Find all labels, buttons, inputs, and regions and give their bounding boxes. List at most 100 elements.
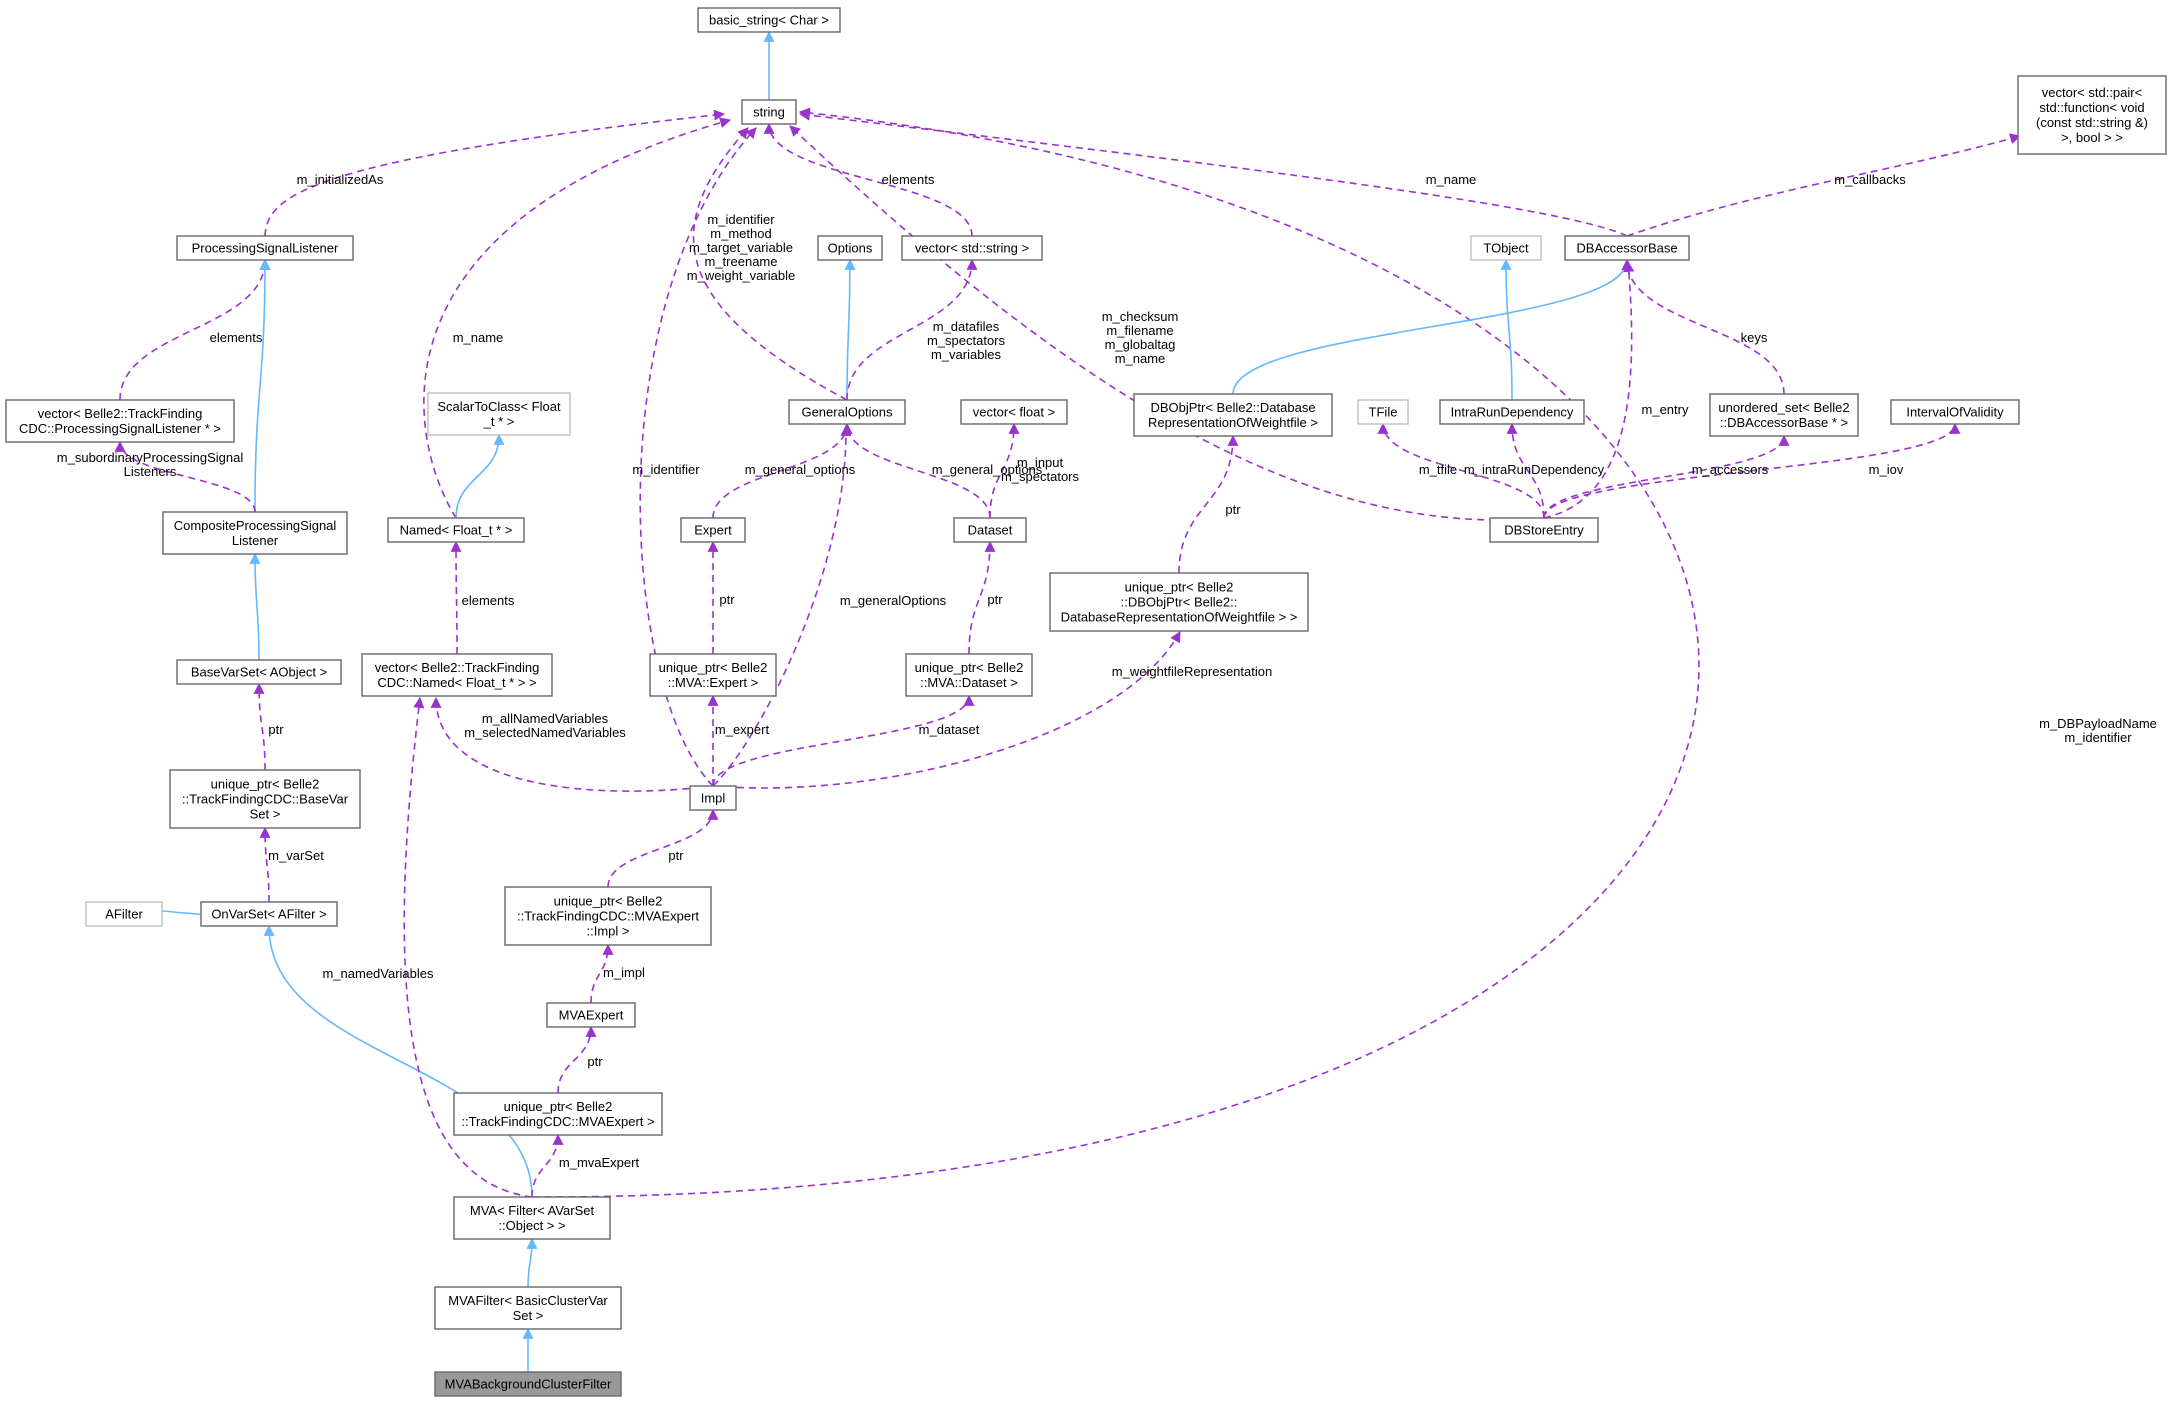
edge-label: m_namedVariables (322, 966, 434, 981)
edge-label: m_dataset (919, 722, 980, 737)
class-node-processingsignallistener[interactable]: ProcessingSignalListener (176, 235, 354, 261)
class-node-unordered-set[interactable]: unordered_set< Belle2::DBAccessorBase * … (1709, 393, 1859, 437)
usage-edge-Dataset-to-GeneralOptions (841, 422, 991, 519)
class-node-unique-ptr-basevarset[interactable]: unique_ptr< Belle2::TrackFindingCDC::Bas… (169, 769, 361, 829)
class-node-unique-ptr-dbobjptr[interactable]: unique_ptr< Belle2::DBObjPtr< Belle2::Da… (1049, 572, 1309, 632)
class-node-basevarset[interactable]: BaseVarSet< AObject > (176, 659, 342, 685)
edge-label: keys (1741, 330, 1768, 345)
edge-label: m_tfile (1419, 462, 1457, 477)
edge-label: elements (462, 593, 515, 608)
class-node-named[interactable]: Named< Float_t * > (387, 517, 525, 543)
class-node-mva[interactable]: MVA< Filter< AVarSet::Object > > (453, 1196, 611, 1240)
class-node-intervalofvalidity[interactable]: IntervalOfValidity (1890, 399, 2020, 425)
inheritance-edge-IntraRunDependency-to-TObject (1500, 258, 1513, 401)
class-node-tobject: TObject (1470, 235, 1542, 261)
class-node-unique-ptr-dataset[interactable]: unique_ptr< Belle2::MVA::Dataset > (905, 653, 1033, 697)
class-name: IntervalOfValidity (1906, 405, 2004, 420)
usage-edge-unordered_set-to-DBAccessorBase (1621, 258, 1785, 395)
class-node-unique-ptr-mvaexpert[interactable]: unique_ptr< Belle2::TrackFindingCDC::MVA… (453, 1092, 663, 1136)
class-node-mvaexpert[interactable]: MVAExpert (546, 1002, 636, 1028)
class-node-dataset[interactable]: Dataset (953, 517, 1027, 543)
class-name: unique_ptr< Belle2::DBObjPtr< Belle2::Da… (1061, 580, 1298, 625)
class-node-vector-float[interactable]: vector< float > (960, 399, 1068, 425)
class-name: TObject (1483, 241, 1529, 256)
class-node-basic-string[interactable]: basic_string< Char > (697, 7, 841, 33)
usage-edge-vector_string-to-string (763, 122, 973, 237)
class-node-dbaccessorbase[interactable]: DBAccessorBase (1564, 235, 1690, 261)
usage-edge-CompositeProcessingSignalListener-to-vector_PSL (114, 440, 256, 513)
inheritance-edge-Named-to-ScalarToClass (455, 433, 505, 519)
class-node-vector-string[interactable]: vector< std::string > (901, 235, 1043, 261)
usage-edge-GeneralOptions-to-vector_string (846, 258, 978, 401)
edge-label: m_general_options (932, 462, 1043, 477)
usage-edge-unique_ptr_MVAExpert-to-MVAExpert (557, 1025, 597, 1094)
usage-edge-MVAExpert-to-unique_ptr_Impl (590, 943, 614, 1004)
class-node-dbstoreentry[interactable]: DBStoreEntry (1489, 517, 1599, 543)
class-name: basic_string< Char > (709, 13, 829, 28)
edge-label: elements (210, 330, 263, 345)
class-name: string (753, 105, 785, 120)
class-name: Dataset (968, 523, 1013, 538)
class-name: unique_ptr< Belle2::TrackFindingCDC::MVA… (517, 894, 699, 939)
class-node-expert[interactable]: Expert (680, 517, 746, 543)
class-name: ScalarToClass< Float_t * > (437, 399, 561, 429)
class-name: unique_ptr< Belle2::TrackFindingCDC::MVA… (461, 1099, 654, 1129)
inheritance-edge-CompositeProcessingSignalListener-to-ProcessingSignalListener (254, 258, 271, 513)
edge-label: m_intraRunDependency (1464, 462, 1605, 477)
class-node-intrarundependency[interactable]: IntraRunDependency (1439, 399, 1585, 425)
class-name: Options (828, 241, 873, 256)
class-node-impl[interactable]: Impl (689, 785, 737, 811)
class-node-unique-ptr-expert[interactable]: unique_ptr< Belle2::MVA::Expert > (649, 653, 777, 697)
edge-label: m_generalOptions (840, 593, 947, 608)
usage-edge-Impl-to-unique_ptr_DBObjPtr (712, 631, 1181, 789)
edge-label: m_impl (603, 965, 645, 980)
usage-edge-vector_Named-to-Named (450, 540, 462, 655)
usage-edge-DBStoreEntry-to-IntervalOfValidity (1543, 422, 1961, 519)
inheritance-edge-DBObjPtr-to-DBAccessorBase (1232, 258, 1633, 395)
class-node-unique-ptr-impl[interactable]: unique_ptr< Belle2::TrackFindingCDC::MVA… (504, 886, 712, 946)
edge-label: m_expert (715, 722, 770, 737)
class-node-onvarset[interactable]: OnVarSet< AFilter > (200, 901, 338, 927)
usage-edge-unique_ptr_Dataset-to-Dataset (968, 540, 996, 655)
inheritance-edge-GeneralOptions-to-Options (844, 258, 856, 401)
class-node-afilter: AFilter (85, 901, 163, 927)
class-name: IntraRunDependency (1451, 405, 1574, 420)
usage-edge-DBStoreEntry-to-unordered_set (1543, 434, 1790, 519)
edge-label: m_entry (1642, 402, 1689, 417)
inheritance-edge-MVAFilter-to-MVA (526, 1237, 538, 1288)
class-name: unique_ptr< Belle2::MVA::Expert > (659, 660, 768, 690)
class-node-generaloptions[interactable]: GeneralOptions (788, 399, 906, 425)
edge-label: elements (882, 172, 935, 187)
edge-label: m_mvaExpert (559, 1155, 640, 1170)
class-node-mvabackgroundclusterfilter: MVABackgroundClusterFilter (434, 1371, 622, 1397)
usage-edge-MVA-to-vector_Named (403, 696, 533, 1198)
class-node-options[interactable]: Options (817, 235, 883, 261)
class-node-string[interactable]: string (741, 99, 797, 125)
class-name: MVAExpert (559, 1008, 624, 1023)
usage-edge-Named-to-string (423, 117, 732, 519)
class-name: vector< float > (973, 405, 1055, 420)
class-node-scalartoclass: ScalarToClass< Float_t * > (427, 392, 571, 436)
class-name: vector< std::string > (915, 241, 1029, 256)
usage-edge-vector_PSL-to-ProcessingSignalListener (119, 258, 271, 401)
usage-edge-Expert-to-GeneralOptions (712, 422, 853, 519)
class-name: vector< std::pair<std::function< void(co… (2036, 85, 2148, 145)
usage-edge-OnVarSet-to-unique_ptr_BaseVarSet (259, 826, 271, 903)
class-node-vector-pair[interactable]: vector< std::pair<std::function< void(co… (2017, 75, 2167, 155)
edge-label: ptr (987, 592, 1003, 607)
usage-edge-DBAccessorBase-to-string (798, 109, 1628, 237)
class-name: OnVarSet< AFilter > (211, 907, 326, 922)
